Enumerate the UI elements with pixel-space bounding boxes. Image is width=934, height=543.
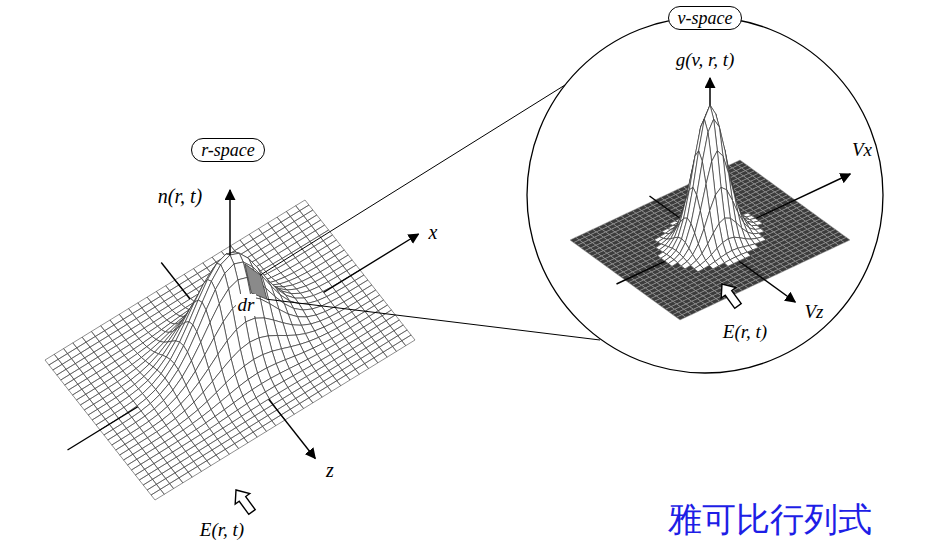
axis-label: x (429, 221, 438, 244)
surface-cell (179, 417, 192, 429)
zoom-line (267, 299, 600, 340)
field-label: E(r, t) (200, 519, 244, 541)
surface-cell (244, 432, 257, 443)
surface-cell (151, 489, 164, 500)
surface-cell (355, 364, 368, 375)
surface-cell (309, 392, 322, 403)
zoom-line (260, 85, 565, 275)
surface-cell (383, 346, 396, 357)
surface-cell (328, 381, 341, 392)
axis-label: Vz (805, 301, 824, 323)
surface-cell (188, 466, 201, 477)
surface-cell (393, 341, 406, 352)
space-tag: v-space (668, 6, 743, 30)
zoom-circle-fill (527, 17, 883, 373)
space-tag: r-space (191, 138, 265, 162)
zoom-circle (527, 17, 883, 373)
surface-peak (118, 252, 343, 432)
surface-cell (219, 416, 232, 428)
distribution-axis (709, 78, 711, 105)
surface-cell (402, 335, 415, 346)
note-text: 雅可比行列式 (668, 500, 872, 539)
surface-cell (207, 455, 220, 466)
space-name: v-space (678, 8, 733, 28)
surface-cell (365, 358, 378, 369)
v-space-surface (570, 78, 850, 320)
surface-cell (253, 426, 266, 437)
z-axis (161, 263, 315, 459)
surface-cell (198, 461, 211, 472)
axis-label: z (326, 459, 334, 482)
r-space-surface (45, 190, 419, 514)
surface-cell (225, 444, 238, 455)
surface-cell (337, 375, 350, 386)
surface-plane (570, 160, 850, 320)
space-name: r-space (201, 140, 255, 160)
surface-cell (676, 315, 685, 320)
surface-cell (300, 398, 313, 409)
surface-cell (179, 472, 192, 483)
surface-cell (681, 262, 690, 269)
density-label: n(r, t) (158, 185, 202, 208)
surface-cell (153, 420, 166, 432)
surface-cell (668, 260, 677, 267)
surface-cell (235, 438, 248, 449)
surface-cell (216, 449, 229, 460)
field-arrow (721, 284, 741, 308)
surface-cell (166, 419, 179, 431)
surface-cell (694, 265, 703, 272)
distribution-label: g(v, r, t) (676, 49, 735, 71)
surface-cell (318, 386, 331, 397)
surface-cell (374, 352, 387, 363)
field-arrow (235, 490, 255, 514)
axis-label: Vx (852, 139, 872, 161)
surface-peak (654, 105, 766, 272)
surface-cell (290, 404, 303, 415)
field-label: E(r, t) (723, 321, 767, 343)
surface-cell (170, 478, 183, 489)
surface-cell (263, 421, 276, 432)
surface-cell (193, 417, 206, 429)
density-axis (229, 190, 231, 255)
volume-element-label: dr (236, 294, 257, 316)
x-axis (68, 234, 419, 450)
surface-cell (724, 260, 733, 267)
surface-cell (206, 416, 219, 428)
surface-cell (160, 484, 173, 495)
surface-cell (346, 369, 359, 380)
vx-axis (617, 174, 851, 284)
surface-cell (709, 262, 718, 269)
